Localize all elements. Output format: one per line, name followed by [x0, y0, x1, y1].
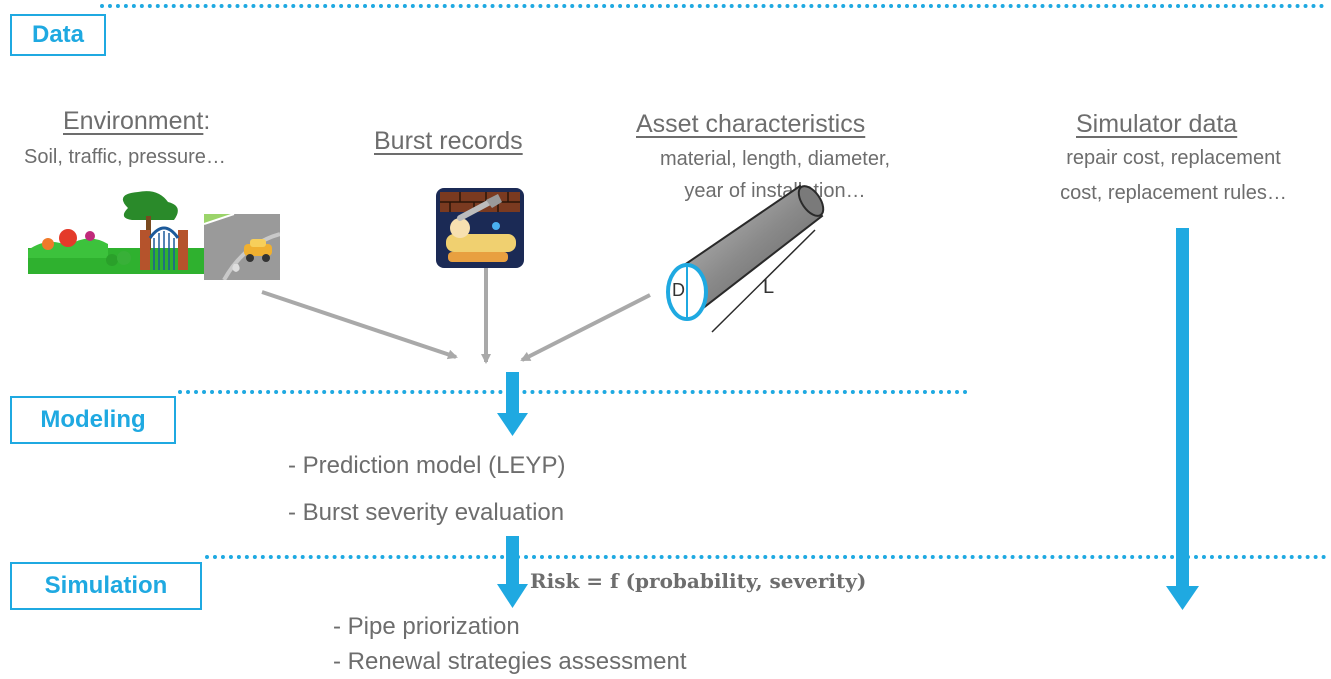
asset-detail-line2: year of installation…: [684, 180, 866, 202]
asset-detail-line1: material, length, diameter,: [659, 148, 891, 170]
simulation-item-priorization: - Pipe priorization: [333, 613, 520, 640]
asset-characteristics-heading: Asset characteristics: [636, 110, 866, 138]
modeling-flow-arrow: [497, 372, 528, 436]
modeling-item-severity: - Burst severity evaluation: [288, 499, 565, 526]
burst-repair-icon: [436, 188, 524, 268]
asset-arrow: [520, 293, 651, 362]
traffic-car-icon: [204, 214, 280, 280]
burst-records-heading: Burst records: [374, 127, 523, 155]
modeling-item-prediction: - Prediction model (LEYP): [288, 452, 566, 479]
environment-heading-text: Environment: [63, 107, 204, 135]
simulation-flow-arrow: [497, 536, 528, 608]
diameter-label: D: [672, 280, 685, 300]
environment-heading-suffix: :: [203, 107, 211, 135]
modeling-section-label: Modeling: [10, 396, 176, 444]
risk-formula: Risk = f (probability, severity): [530, 569, 867, 593]
simulator-detail-line1: repair cost, replacement: [1066, 147, 1281, 169]
simulator-detail-line2: cost, replacement rules…: [1060, 182, 1287, 204]
pipe-icon: [666, 184, 825, 333]
simulation-divider: [205, 555, 1327, 559]
data-section-label: Data: [10, 14, 106, 56]
simulator-data-heading: Simulator data: [1076, 110, 1238, 138]
simulation-item-renewal: - Renewal strategies assessment: [333, 648, 687, 675]
modeling-divider: [178, 390, 968, 394]
length-label: L: [763, 276, 775, 298]
data-divider: [100, 4, 1325, 8]
environment-detail: Soil, traffic, pressure…: [24, 146, 226, 168]
environment-arrow: [261, 290, 458, 360]
simulator-flow-arrow: [1166, 228, 1199, 610]
simulation-section-label: Simulation: [10, 562, 202, 610]
environment-landscape-icon: [28, 191, 208, 274]
environment-heading: Environment :: [63, 107, 210, 136]
